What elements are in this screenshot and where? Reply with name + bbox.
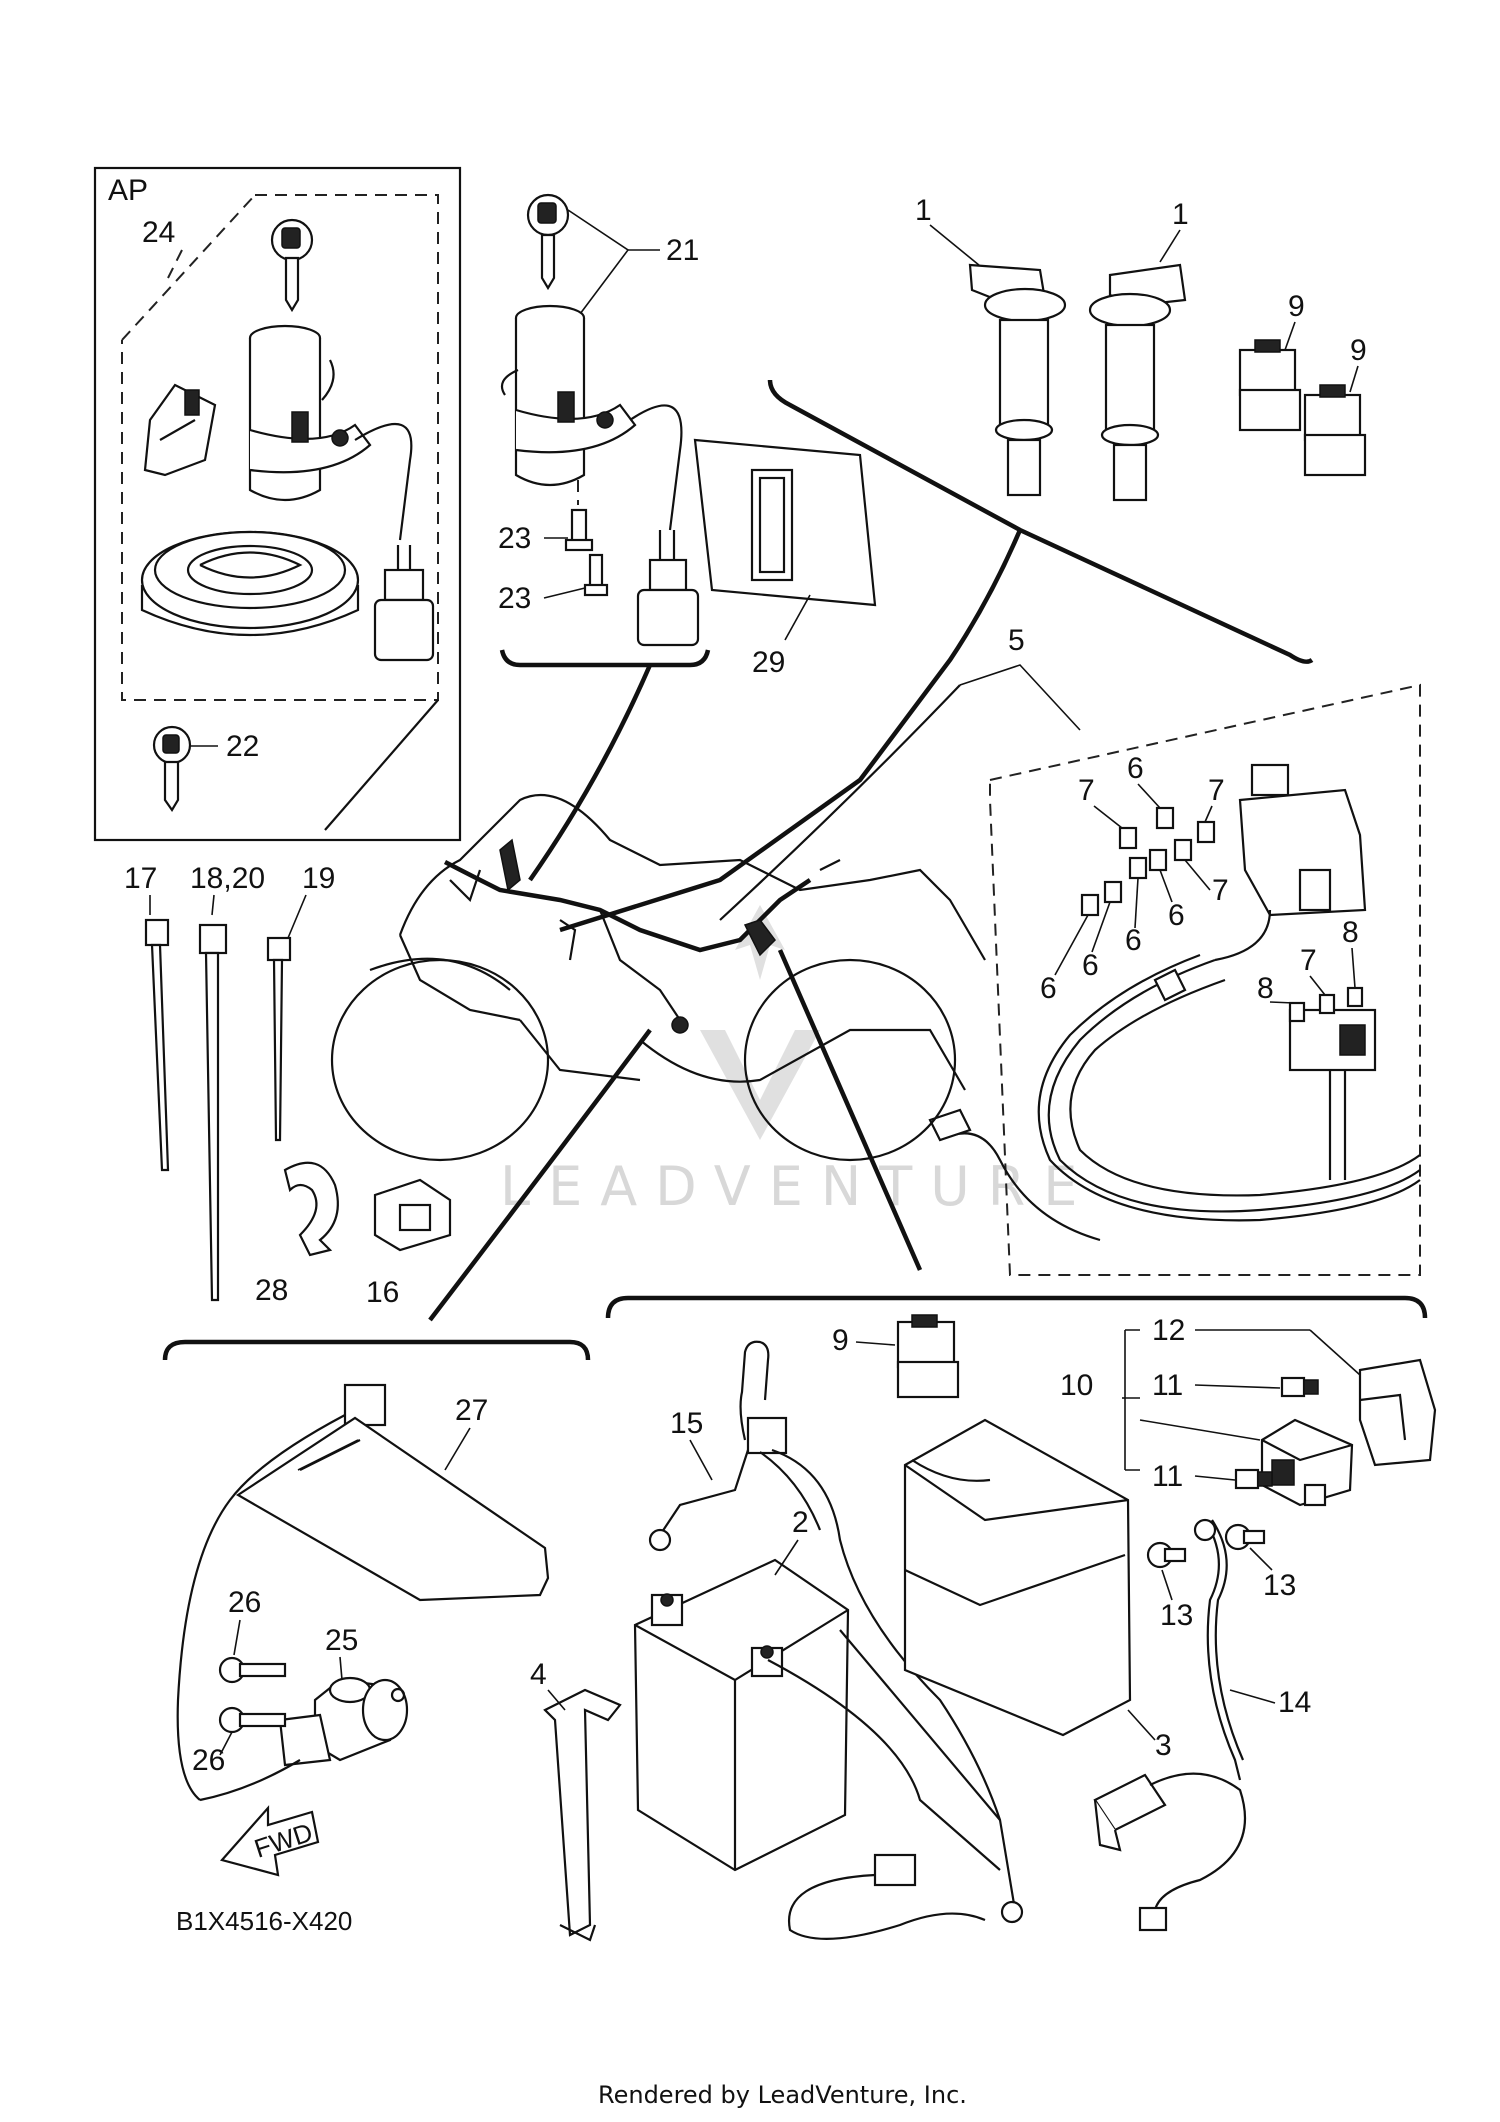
label-8a: 8 (1342, 916, 1359, 949)
ap-group-label: AP (108, 174, 148, 207)
label-6b: 6 (1168, 899, 1185, 932)
relay-icon-9a (1238, 339, 1302, 432)
connector-icon-ap (373, 545, 435, 662)
label-14: 14 (1278, 1686, 1311, 1719)
label-28: 28 (255, 1274, 288, 1307)
connector-icon-battery (787, 1853, 1024, 1940)
ignition-coil-icon-1 (968, 263, 1067, 497)
starter-relay-icon-25 (199, 1676, 409, 1802)
cable-tie-icon-17 (144, 918, 170, 1172)
ap-group: AP 24 (93, 166, 462, 842)
wire-harness-group: 5 (719, 624, 1421, 1276)
battery-icon-2 (633, 1558, 850, 1872)
watermark-text: LEADVENTURE (500, 1155, 1095, 1218)
label-16: 16 (366, 1276, 399, 1309)
diagram-code: B1X4516-X420 (176, 1906, 352, 1936)
main-switch-icon (500, 304, 683, 531)
label-6c: 6 (1125, 924, 1142, 957)
battery-cover-icon-3 (903, 1418, 1132, 1737)
label-6a: 6 (1127, 752, 1144, 785)
connector-icon (636, 530, 700, 647)
label-11b: 11 (1152, 1460, 1183, 1493)
label-26b: 26 (192, 1744, 225, 1777)
label-27: 27 (455, 1394, 488, 1427)
label-sheet-29: 29 (693, 438, 877, 679)
label-8b: 8 (1257, 972, 1274, 1005)
label-23b: 23 (498, 582, 531, 615)
fuse-icons (1080, 806, 1364, 1023)
key-icon-ap (270, 218, 314, 313)
screw-icon-23a (564, 508, 594, 552)
label-3: 3 (1155, 1729, 1172, 1762)
label-1b: 1 (1172, 198, 1189, 231)
label-22: 22 (226, 730, 259, 763)
fuel-cap-icon-ap (140, 530, 360, 637)
label-7d: 7 (1300, 944, 1317, 977)
label-1a: 1 (915, 194, 932, 227)
clamp-icon-28 (283, 1161, 339, 1257)
ignition-coils-group: 1 1 9 9 (559, 194, 1367, 933)
main-switch-group: 21 23 23 (498, 193, 711, 882)
label-26a: 26 (228, 1586, 261, 1619)
bolt-icon-13a (1146, 1541, 1187, 1569)
harness-connector-icon (1288, 1008, 1377, 1180)
label-7a: 7 (1078, 774, 1095, 807)
label-9b: 9 (1350, 334, 1367, 367)
label-9c: 9 (832, 1324, 849, 1357)
cover-sheet-icon-27 (235, 1416, 550, 1602)
relay-icon-9b (1303, 384, 1367, 477)
bolt-icon-13b (1224, 1523, 1266, 1551)
bolt-icon-26b (218, 1706, 287, 1734)
seat-lock-icon-ap (143, 383, 217, 477)
label-17: 17 (124, 862, 157, 895)
footer-text: Rendered by LeadVenture, Inc. (598, 2081, 967, 2109)
label-21: 21 (666, 234, 699, 267)
fuse-box-icon (1214, 763, 1367, 962)
label-11a: 11 (1152, 1369, 1183, 1402)
label-4: 4 (530, 1658, 547, 1691)
label-18-20: 18,20 (190, 862, 265, 895)
motorcycle-outline (330, 793, 986, 1322)
watermark: LEADVENTURE (500, 905, 1095, 1218)
label-19: 19 (302, 862, 335, 895)
label-5: 5 (1008, 624, 1025, 657)
fuse-icon-11b (1234, 1468, 1273, 1490)
label-6d: 6 (1082, 949, 1099, 982)
relay-icon-12 (1358, 1358, 1437, 1467)
starter-relay-group: 27 25 26 26 FWD B1X4516-X420 (162, 1339, 591, 1936)
bolt-icon-26a (218, 1656, 287, 1684)
cable-tie-icon-19 (266, 936, 292, 1142)
battery-group: 9 15 2 3 (530, 1295, 1437, 1942)
cable-ties-group: 17 18,20 19 (124, 862, 335, 1302)
battery-band-icon-4 (543, 1688, 622, 1942)
label-7b: 7 (1208, 774, 1225, 807)
cable-tie-icon-18-20 (198, 923, 228, 1302)
label-25: 25 (325, 1624, 358, 1657)
label-23a: 23 (498, 522, 531, 555)
fwd-arrow-icon: FWD (219, 1805, 320, 1877)
ignition-coil-icon-2 (1088, 263, 1187, 502)
label-6e: 6 (1040, 972, 1057, 1005)
label-7c: 7 (1212, 874, 1229, 907)
label-12: 12 (1152, 1314, 1185, 1347)
label-9a: 9 (1288, 290, 1305, 323)
label-13b: 13 (1263, 1569, 1296, 1602)
screw-icon-23b (583, 553, 609, 597)
fuse-icon-11a (1280, 1376, 1319, 1398)
label-10: 10 (1060, 1369, 1093, 1402)
connector-icon-14 (1093, 1772, 1247, 1932)
label-24: 24 (142, 216, 175, 249)
key-icon-21 (526, 193, 570, 291)
relay-icon-9c (896, 1314, 960, 1399)
holder-icon-16 (373, 1178, 452, 1252)
label-15: 15 (670, 1407, 703, 1440)
main-switch-icon-ap (248, 324, 413, 541)
label-2: 2 (792, 1506, 809, 1539)
label-13a: 13 (1160, 1599, 1193, 1632)
label-29: 29 (752, 646, 785, 679)
starter-relay-icon (1260, 1418, 1354, 1507)
key-icon-22 (152, 725, 218, 813)
